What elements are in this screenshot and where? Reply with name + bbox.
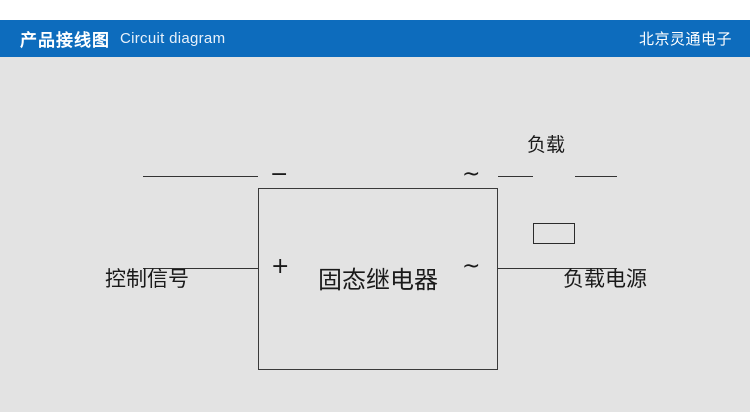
terminal-minus: − — [270, 162, 289, 187]
header-title-group: 产品接线图 Circuit diagram — [20, 20, 225, 57]
relay-label: 固态继电器 — [318, 266, 438, 294]
page-title-cn: 产品接线图 — [20, 31, 110, 51]
terminal-ac-top: ~ — [462, 162, 481, 187]
brand-name: 北京灵通电子 — [638, 30, 732, 48]
wire-load-left — [498, 176, 533, 177]
wire-load-return — [498, 268, 617, 269]
header-brand-group: 北京灵通电子 — [639, 20, 732, 57]
wire-control-top — [143, 176, 258, 177]
terminal-plus: + — [271, 254, 290, 279]
load-resistor-symbol — [533, 223, 575, 244]
label-load-power: 负载电源 — [563, 267, 647, 291]
label-load: 负载 — [527, 134, 566, 156]
relay-box — [258, 188, 498, 370]
wire-control-bottom — [143, 268, 258, 269]
diagram-canvas: 固态继电器 − + ~ ~ 控制信号 负载 负载电源 — [0, 57, 750, 412]
label-control-signal: 控制信号 — [105, 267, 189, 291]
terminal-ac-bottom: ~ — [462, 254, 481, 279]
wire-load-right — [575, 176, 617, 177]
page-title-en: Circuit diagram — [120, 30, 226, 47]
header-bar: 产品接线图 Circuit diagram 北京灵通电子 — [0, 20, 750, 57]
